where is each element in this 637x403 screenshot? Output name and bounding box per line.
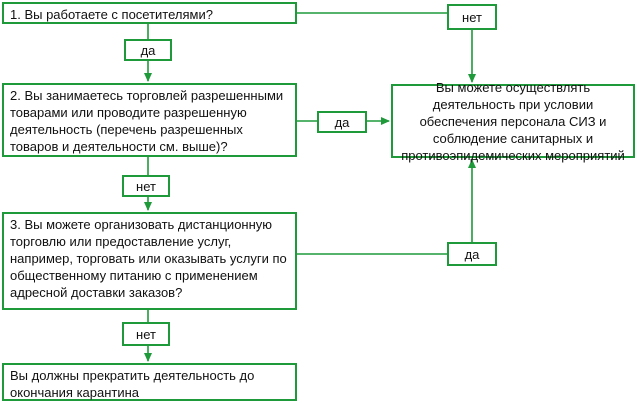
label-no-q3: нет xyxy=(122,322,170,346)
outcome-stop-text: Вы должны прекратить деятельность до око… xyxy=(10,368,255,400)
question-3-box: 3. Вы можете организовать дистанционную … xyxy=(2,212,297,310)
label-yes-q3-text: да xyxy=(464,246,480,262)
label-yes-q2-text: да xyxy=(334,114,350,130)
label-no-q1-text: нет xyxy=(462,9,482,25)
question-2-box: 2. Вы занимаетесь торговлей разрешенными… xyxy=(2,83,297,157)
label-no-q2-text: нет xyxy=(136,178,156,194)
label-yes-q3: да xyxy=(447,242,497,266)
question-1-box: 1. Вы работаете с посетителями? xyxy=(2,2,297,24)
outcome-allowed-box: Вы можете осуществлять деятельность при … xyxy=(391,80,635,163)
arrow-q1-result xyxy=(297,12,476,83)
question-3-text: 3. Вы можете организовать дистанционную … xyxy=(10,217,287,300)
label-yes-q1-text: да xyxy=(140,42,156,58)
arrow-q3-result xyxy=(297,159,476,255)
question-1-text: 1. Вы работаете с посетителями? xyxy=(10,7,213,22)
label-no-q3-text: нет xyxy=(136,326,156,342)
label-yes-q1: да xyxy=(124,39,172,61)
label-yes-q2: да xyxy=(317,111,367,133)
outcome-allowed-text: Вы можете осуществлять деятельность при … xyxy=(401,79,625,163)
label-no-q1: нет xyxy=(447,4,497,30)
label-no-q2: нет xyxy=(122,175,170,197)
outcome-stop-box: Вы должны прекратить деятельность до око… xyxy=(2,363,297,401)
question-2-text: 2. Вы занимаетесь торговлей разрешенными… xyxy=(10,88,284,154)
